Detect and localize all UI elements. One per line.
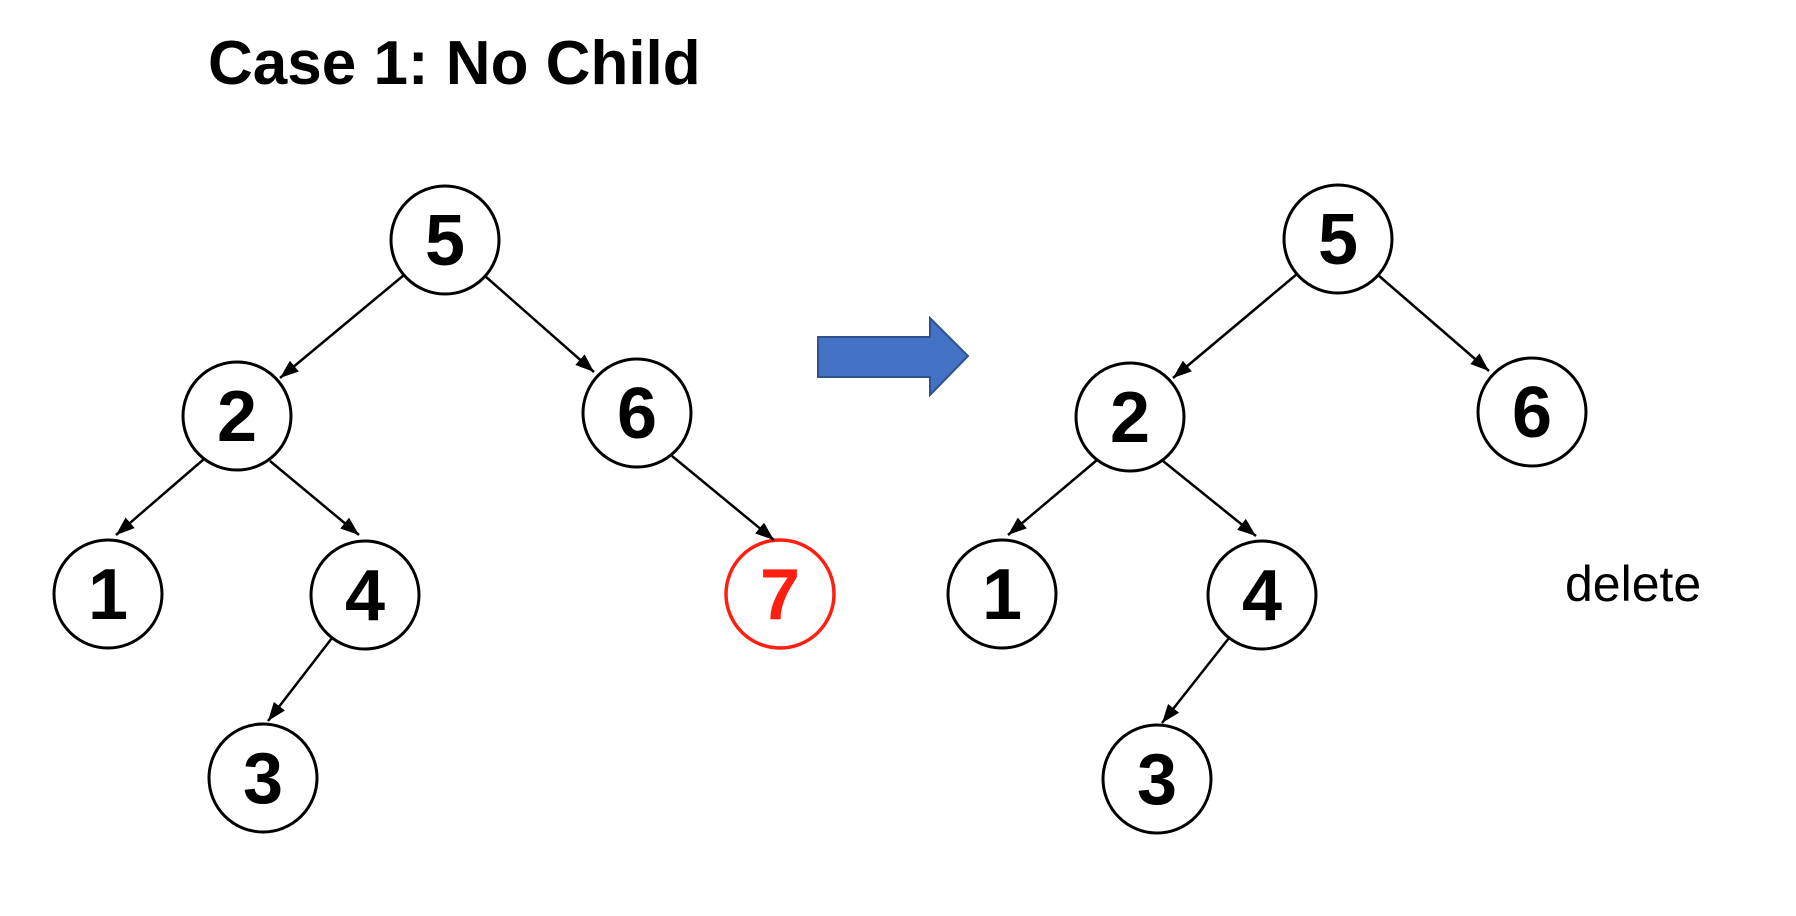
edge-2-4-after	[1162, 460, 1257, 537]
node-value: 3	[1137, 740, 1177, 820]
tree-before-deletion: 5 2 6 1 4 7 3	[52, 184, 836, 834]
node-value: 4	[345, 556, 385, 636]
tree-after-deletion: 5 2 6 1 4 3	[946, 183, 1588, 835]
delete-annotation: delete	[1565, 556, 1701, 612]
node-value: 6	[617, 374, 657, 454]
edge-2-1-before	[115, 458, 205, 536]
tree-node-5-after: 5	[1282, 183, 1394, 295]
node-value: 6	[1512, 373, 1552, 453]
node-circle	[1206, 539, 1318, 651]
node-circle	[1476, 356, 1588, 468]
node-circle	[52, 538, 164, 650]
edge-5-6-after	[1377, 274, 1490, 372]
tree-node-5-before: 5	[389, 184, 501, 296]
node-circle	[207, 722, 319, 834]
tree-node-7-before-highlighted: 7	[724, 538, 836, 650]
tree-node-2-before: 2	[181, 360, 293, 472]
tree-node-3-after: 3	[1101, 723, 1213, 835]
node-value: 4	[1242, 556, 1282, 636]
edge-5-6-before	[484, 275, 595, 373]
edge-4-3-after	[1161, 637, 1230, 724]
tree-node-3-before: 3	[207, 722, 319, 834]
edge-4-3-before	[267, 637, 333, 722]
node-circle	[946, 538, 1058, 650]
transition-arrow-icon	[817, 315, 970, 398]
node-value-highlighted: 7	[760, 555, 800, 635]
edge-6-7-before	[671, 455, 775, 541]
node-circle	[389, 184, 501, 296]
node-circle	[309, 539, 421, 651]
node-value: 3	[243, 739, 283, 819]
edge-5-2-after	[1172, 273, 1298, 379]
tree-node-6-after: 6	[1476, 356, 1588, 468]
node-circle	[181, 360, 293, 472]
tree-node-1-after: 1	[946, 538, 1058, 650]
edge-2-4-before	[269, 460, 360, 536]
node-value: 5	[1318, 200, 1358, 280]
node-circle	[1101, 723, 1213, 835]
node-circle	[581, 357, 693, 469]
tree-node-2-after: 2	[1074, 361, 1186, 473]
tree-node-1-before: 1	[52, 538, 164, 650]
node-value: 5	[425, 201, 465, 281]
tree-node-6-before: 6	[581, 357, 693, 469]
node-circle	[1282, 183, 1394, 295]
edge-2-1-after	[1007, 459, 1098, 536]
tree-node-4-after: 4	[1206, 539, 1318, 651]
tree-node-4-before: 4	[309, 539, 421, 651]
node-value: 1	[88, 555, 128, 635]
node-value: 2	[1110, 378, 1150, 458]
edge-5-2-before	[279, 274, 405, 379]
page-title: Case 1: No Child	[208, 29, 701, 98]
node-circle	[1074, 361, 1186, 473]
node-value: 1	[982, 555, 1022, 635]
node-circle-highlighted	[724, 538, 836, 650]
node-value: 2	[217, 377, 257, 457]
